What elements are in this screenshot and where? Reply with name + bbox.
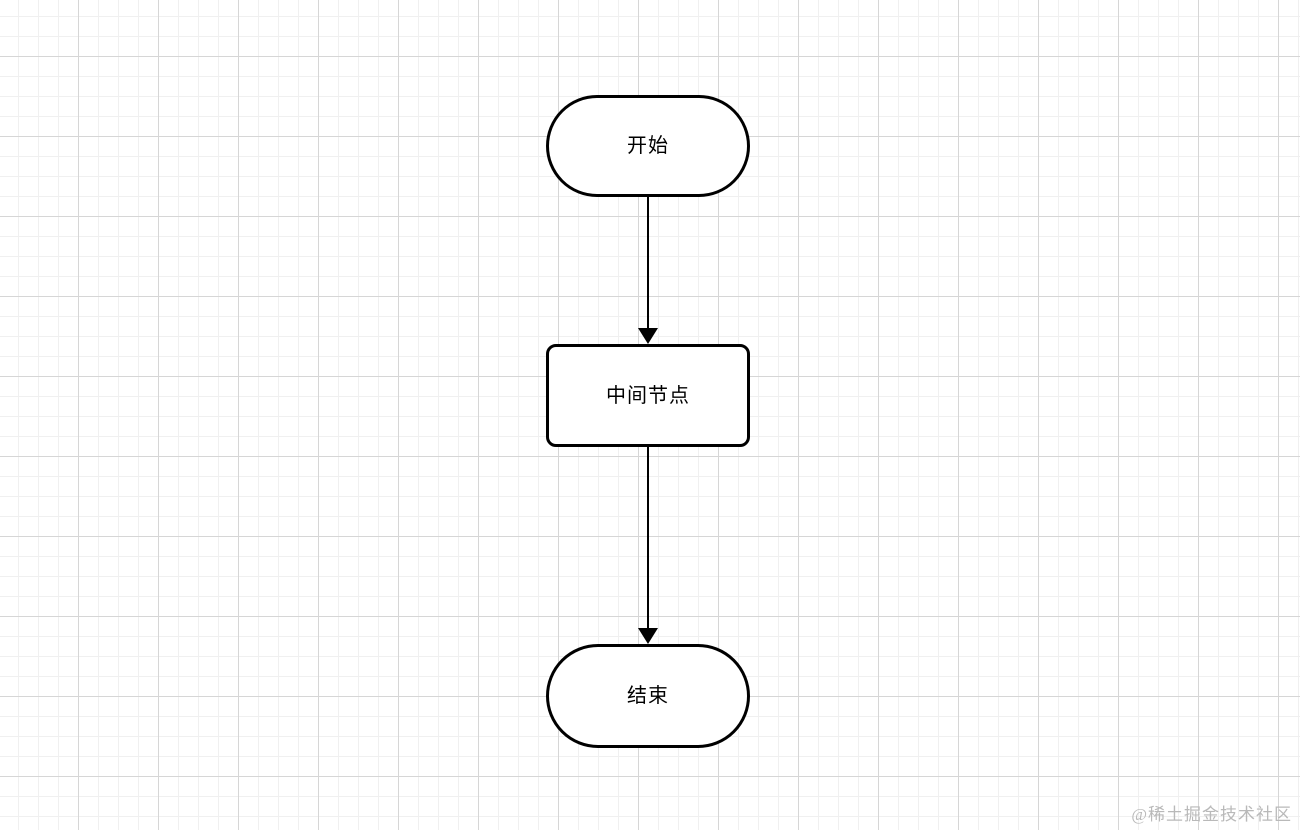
flow-node-middle-label: 中间节点 — [606, 384, 690, 407]
edge-line — [647, 447, 649, 630]
flow-node-middle[interactable]: 中间节点 — [546, 344, 750, 447]
flow-node-start-label: 开始 — [627, 135, 669, 157]
edge-line — [647, 197, 649, 330]
flow-node-end-label: 结束 — [627, 685, 669, 707]
watermark-text: @稀土掘金技术社区 — [1131, 805, 1292, 824]
arrowhead-down-icon — [638, 628, 658, 644]
flow-node-end[interactable]: 结束 — [546, 644, 750, 748]
edge-start-to-middle[interactable] — [637, 197, 659, 344]
edge-middle-to-end[interactable] — [637, 447, 659, 644]
flow-node-start[interactable]: 开始 — [546, 95, 750, 197]
arrowhead-down-icon — [638, 328, 658, 344]
